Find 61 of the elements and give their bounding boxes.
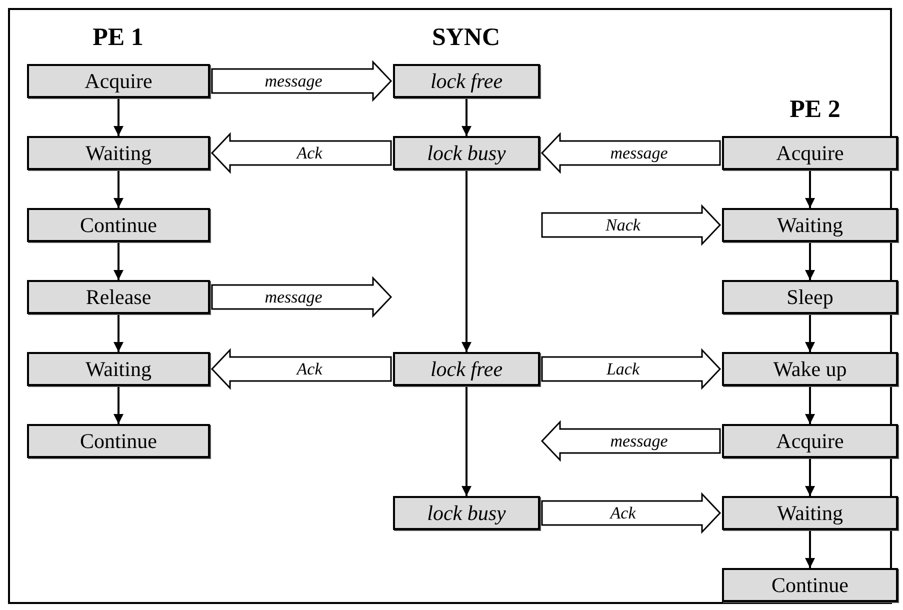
arrow (805, 170, 815, 208)
node-label: Acquire (776, 428, 844, 454)
state-box (722, 208, 898, 242)
arrow (462, 98, 472, 136)
state-box (27, 136, 210, 170)
node-label: Waiting (777, 212, 843, 238)
node-label: Continue (772, 572, 848, 598)
node-label: Continue (80, 212, 157, 238)
arrow (114, 314, 124, 352)
node-label: lock free (430, 356, 503, 382)
arrow (114, 170, 124, 208)
node-label: Continue (80, 428, 157, 454)
arrow (805, 242, 815, 280)
state-box (393, 496, 540, 530)
state-box (27, 208, 210, 242)
arrow (805, 314, 815, 352)
state-box (722, 424, 898, 458)
state-box (27, 352, 210, 386)
state-box (722, 352, 898, 386)
block-arrow (210, 348, 392, 390)
node-label: Sleep (786, 284, 834, 310)
arrow (805, 386, 815, 424)
node-label: lock free (430, 68, 503, 94)
column-heading: SYNC (432, 24, 500, 52)
arrow (462, 170, 472, 352)
edge-label: Ack (610, 504, 636, 522)
arrow (462, 386, 472, 496)
block-arrow (541, 204, 722, 246)
arrow (114, 98, 124, 136)
node-label: Waiting (86, 140, 152, 166)
column-heading: PE 2 (790, 96, 840, 124)
node-label: Waiting (777, 500, 843, 526)
node-label: Wake up (773, 356, 847, 382)
node-label: Acquire (84, 68, 152, 94)
arrow (805, 458, 815, 496)
state-box (393, 64, 540, 98)
node-label: Release (86, 284, 152, 310)
edge-label: Nack (606, 216, 640, 234)
arrow (114, 386, 124, 424)
state-box (393, 352, 540, 386)
state-box (393, 136, 540, 170)
edge-label: Ack (296, 360, 322, 378)
arrow (805, 530, 815, 568)
state-box (27, 280, 210, 314)
node-label: lock busy (427, 140, 506, 166)
state-box (27, 64, 210, 98)
arrow (114, 242, 124, 280)
node-label: Waiting (86, 356, 152, 382)
node-label: Acquire (776, 140, 844, 166)
edge-label: Ack (296, 144, 322, 162)
edge-label: Lack (606, 360, 640, 378)
state-box (722, 496, 898, 530)
state-box (722, 136, 898, 170)
state-box (722, 568, 898, 602)
block-arrow (541, 348, 722, 390)
node-label: lock busy (427, 500, 506, 526)
state-box (722, 280, 898, 314)
block-arrow (210, 132, 392, 174)
state-box (27, 424, 210, 458)
block-arrow (541, 492, 722, 534)
column-heading: PE 1 (92, 24, 144, 52)
